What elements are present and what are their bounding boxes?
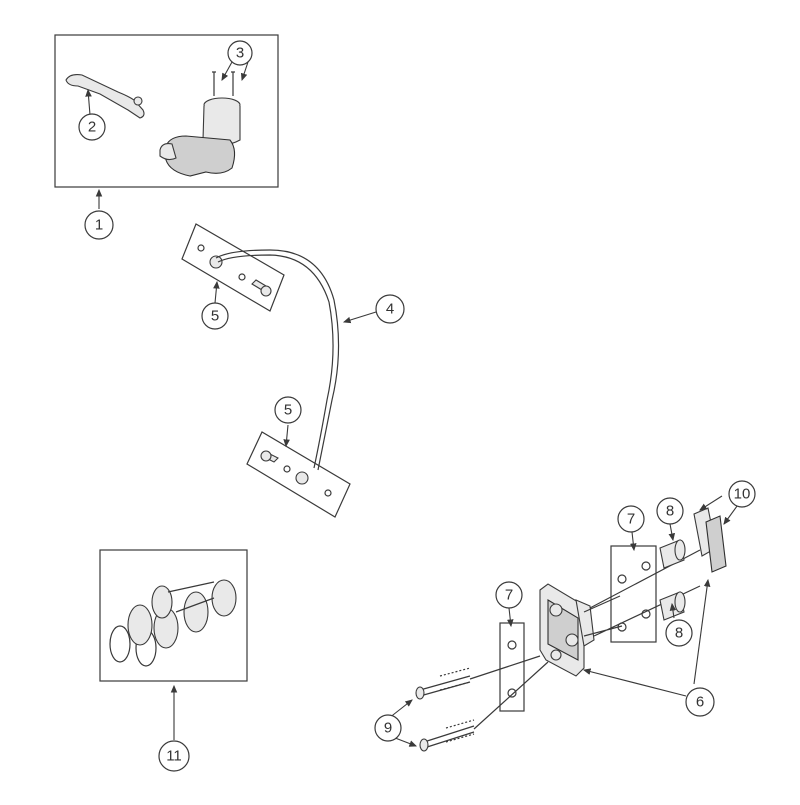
callout-3-label: 3 (236, 45, 244, 62)
callout-8-top: 8 (656, 497, 684, 525)
callout-9-label: 9 (384, 720, 392, 737)
callout-8-bottom: 8 (665, 619, 693, 647)
callout-4: 4 (375, 294, 405, 324)
lever-pivot (133, 96, 143, 106)
callout-6-label: 6 (696, 694, 704, 711)
callout-11-label: 11 (166, 748, 182, 765)
callout-4-label: 4 (386, 301, 394, 318)
callout-6: 6 (685, 687, 715, 717)
callout-7-right-label: 7 (627, 511, 635, 528)
callout-10: 10 (728, 480, 756, 508)
callout-1: 1 (84, 210, 114, 240)
callout-8-bottom-label: 8 (675, 625, 683, 642)
banjo-box-bottom (246, 431, 351, 518)
brake-pad-2 (705, 515, 727, 573)
caliper-bolt-lower (423, 725, 475, 749)
callout-7-left: 7 (495, 581, 523, 609)
master-cylinder-box (54, 34, 279, 188)
callout-1-label: 1 (95, 217, 103, 234)
callout-5-top-label: 5 (211, 308, 219, 325)
bolt-box-left (499, 622, 525, 712)
callout-5-bottom: 5 (274, 396, 302, 424)
callout-3: 3 (227, 40, 253, 66)
lever-bracket (159, 143, 177, 161)
seal-kit-box (99, 549, 248, 682)
callout-5-top: 5 (201, 302, 229, 330)
master-cylinder-group (54, 34, 279, 188)
callout-11: 11 (158, 740, 190, 772)
callout-2: 2 (78, 113, 106, 141)
callout-8-top-label: 8 (666, 503, 674, 520)
banjo-set-bottom (246, 431, 351, 518)
banjo-box-top (181, 223, 285, 312)
brake-lever (65, 74, 145, 119)
banjo-set-top (181, 223, 285, 312)
callout-2-label: 2 (88, 119, 96, 136)
seal-kit-group (99, 549, 248, 682)
caliper-bolt-upper (419, 675, 471, 697)
callout-7-right: 7 (617, 505, 645, 533)
callout-9: 9 (374, 714, 402, 742)
callout-7-left-label: 7 (505, 587, 513, 604)
callout-10-label: 10 (734, 486, 751, 503)
callout-5-bottom-label: 5 (284, 402, 292, 419)
master-cylinder-body (165, 135, 236, 177)
brake-hose (215, 249, 340, 471)
cap-screws (212, 71, 235, 96)
caliper-group (415, 507, 727, 752)
